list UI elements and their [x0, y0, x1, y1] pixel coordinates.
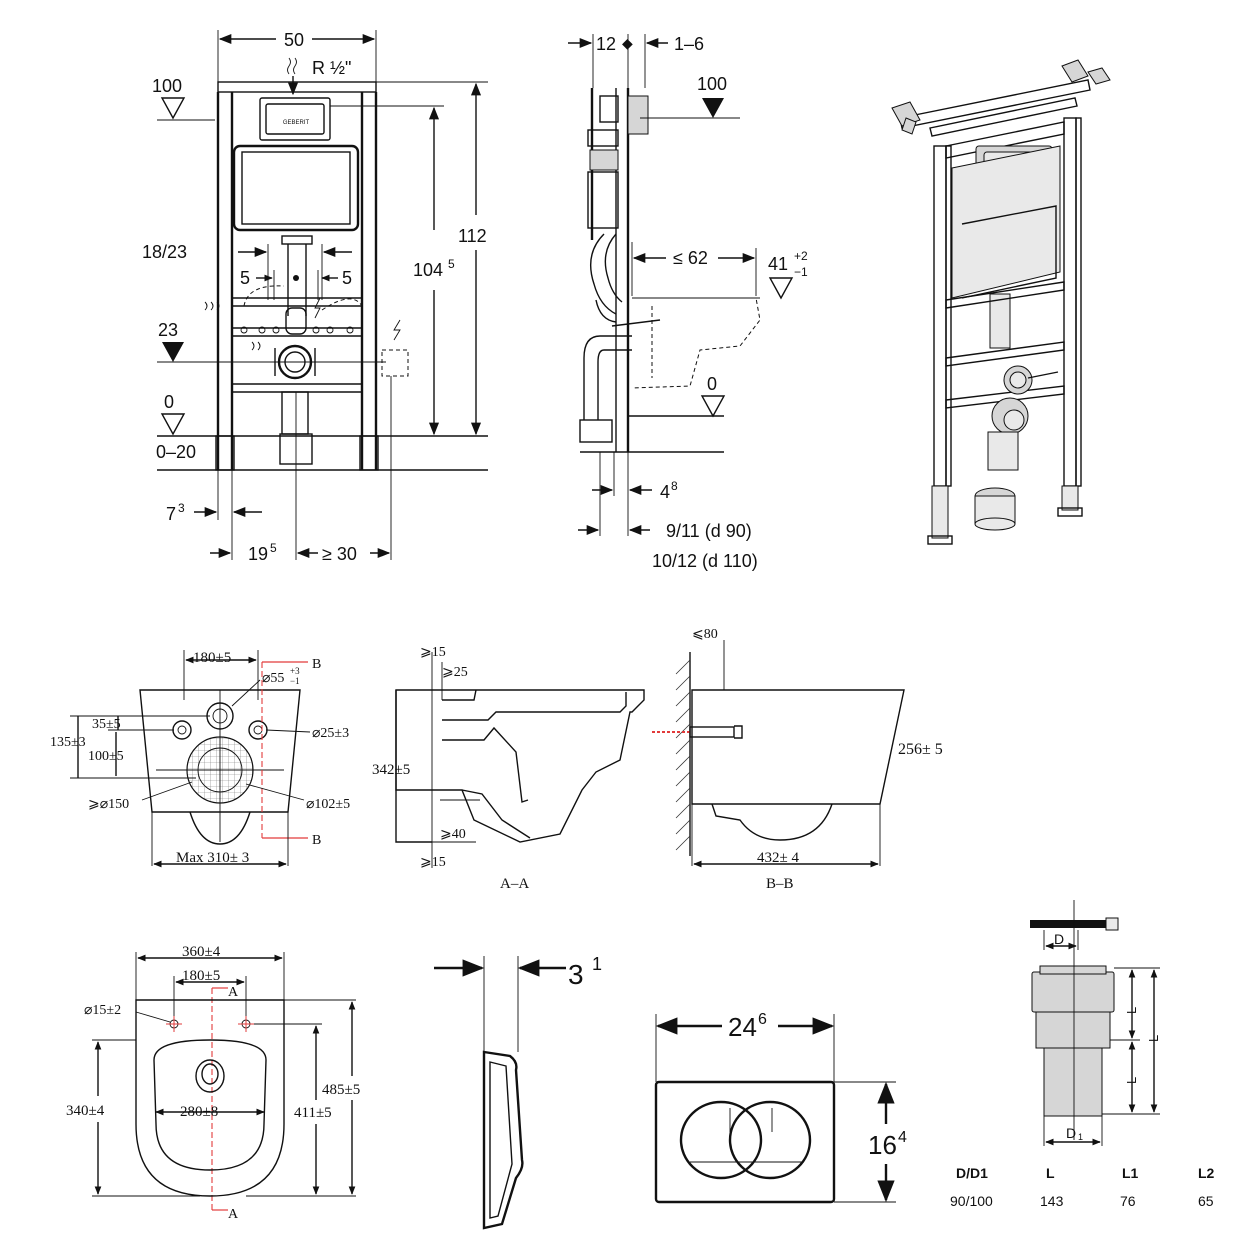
connector-d1-label: D — [1066, 1125, 1076, 1141]
supply-thread-label: R ½" — [312, 58, 351, 78]
marker-a-bottom: A — [228, 1207, 239, 1222]
table-header-l2: L2 — [1198, 1165, 1215, 1181]
dim-dist-right: ≥ 30 — [322, 544, 357, 564]
table-header-d: D/D1 — [956, 1165, 988, 1181]
dim-min-15-top: ⩾15 — [420, 645, 446, 660]
table-value-l: 143 — [1040, 1193, 1064, 1209]
side-level-0-label: 0 — [707, 374, 717, 394]
dim-waste-spacing: 18/23 — [142, 242, 187, 262]
dim-bowl-projection: ≤ 62 — [673, 248, 708, 268]
svg-text:GEBERIT: GEBERIT — [283, 120, 310, 126]
dim-top-width-340: 340±4 — [66, 1103, 105, 1119]
frame-side-view: 12 ◆ 1–6 100 ≤ 62 41 — [568, 34, 808, 571]
dim-min-15-bottom: ⩾15 — [420, 855, 446, 870]
dim-width-50: 50 — [284, 30, 304, 50]
marker-b-bottom: B — [312, 833, 321, 848]
dim-max-width: Max 310± 3 — [176, 850, 249, 866]
table-value-l2: 65 — [1198, 1193, 1214, 1209]
dim-35: 35±5 — [92, 717, 121, 732]
dim-foot-offset-sup: 3 — [178, 501, 185, 515]
dim-plate-height: 16 — [868, 1130, 897, 1160]
dim-bb-depth: 432± 4 — [757, 850, 799, 866]
level-23-label: 23 — [158, 320, 178, 340]
svg-text:◆: ◆ — [622, 35, 633, 51]
section-a-a: ⩾15 ⩾25 342±5 ⩾40 ⩾15 A–A — [372, 645, 645, 892]
dim-max-80: ⩽80 — [692, 627, 718, 642]
dim-top-hole-dia: ⌀15±2 — [84, 1003, 121, 1018]
dim-min-25: ⩾25 — [442, 665, 468, 680]
connector-table: D/D1 L L1 L2 90/100 143 76 65 — [950, 1165, 1215, 1209]
dim-bottom-offset: 4 — [660, 482, 670, 502]
section-aa-label: A–A — [500, 876, 529, 892]
frame-isometric-view — [891, 59, 1111, 545]
dim-top-width: 360±4 — [182, 944, 221, 960]
dim-plate-thickness: 3 — [568, 959, 584, 990]
dim-height-104-sup: 5 — [448, 257, 455, 271]
bowl-top-view: 360±4 180±5 A A ⌀15±2 340±4 280±8 — [66, 944, 360, 1222]
marker-a-top: A — [228, 985, 239, 1000]
connector-l-label: L — [1146, 1035, 1161, 1042]
dim-inlet-dia: ⌀55 — [262, 671, 284, 686]
dim-foot-offset: 7 — [166, 504, 176, 524]
bowl-rear-view: 180±5 B B ⌀55 +3 −1 ⌀25±3 35±5 135±3 100… — [50, 650, 350, 868]
dim-bolt-dia: ⌀25±3 — [312, 726, 349, 741]
side-level-100-label: 100 — [697, 74, 727, 94]
dim-plate-width-sup: 6 — [758, 1011, 767, 1028]
table-header-l1: L1 — [1122, 1165, 1139, 1181]
dim-bottom-offset-sup: 8 — [671, 479, 678, 493]
section-b-b: ⩽80 256± 5 432± 4 B–B — [652, 627, 943, 892]
dim-top-length-411: 411±5 — [294, 1105, 332, 1121]
flush-plate-side-view: 3 1 — [434, 954, 602, 1230]
dim-depth-adjust: 1–6 — [674, 34, 704, 54]
dim-pipe-d90: 9/11 (d 90) — [666, 521, 752, 541]
connector-d-label: D — [1054, 931, 1064, 947]
flush-plate-front-view: 24 6 16 4 — [654, 1011, 907, 1204]
floor-adjust-label: 0–20 — [156, 442, 196, 462]
dim-plate-height-sup: 4 — [898, 1129, 907, 1146]
dim-height-104: 104 — [413, 260, 443, 280]
dim-top-length-485: 485±5 — [322, 1082, 360, 1098]
marker-b-top: B — [312, 657, 321, 672]
dim-top-hole-spacing: 180±5 — [182, 968, 220, 984]
svg-text:1: 1 — [1078, 1132, 1083, 1142]
table-value-d: 90/100 — [950, 1193, 993, 1209]
dim-rear-hole-spacing: 180±5 — [193, 650, 231, 666]
dim-height-112: 112 — [458, 226, 487, 246]
connector-l1-label: L — [1124, 1007, 1139, 1014]
table-value-l1: 76 — [1120, 1193, 1136, 1209]
level-41-label: 41 — [768, 254, 788, 274]
dim-inlet-tol-minus: −1 — [290, 676, 300, 686]
connector-l2-label: L — [1124, 1077, 1139, 1084]
level-100-label: 100 — [152, 76, 182, 96]
dim-aa-height: 342±5 — [372, 762, 410, 778]
section-bb-label: B–B — [766, 876, 794, 892]
dim-dist-left-sup: 5 — [270, 541, 277, 555]
level-0-label: 0 — [164, 392, 174, 412]
table-header-l: L — [1046, 1165, 1055, 1181]
dim-top-width-280: 280±8 — [180, 1104, 218, 1120]
dim-outlet-min: ⩾⌀150 — [88, 797, 129, 812]
connector-pipe: D D 1 L L L — [1030, 900, 1161, 1146]
dim-dist-left: 19 — [248, 544, 268, 564]
dim-plate-thickness-sup: 1 — [592, 954, 602, 974]
dim-offset-right-5: 5 — [342, 268, 352, 288]
dim-pipe-d110: 10/12 (d 110) — [652, 551, 758, 571]
dim-offset-left-5: 5 — [240, 268, 250, 288]
dim-outlet-dia: ⌀102±5 — [306, 797, 350, 812]
dim-135: 135±3 — [50, 735, 86, 750]
dim-min-40: ⩾40 — [440, 827, 466, 842]
dim-bb-height: 256± 5 — [898, 741, 943, 758]
level-41-tol-minus: −1 — [794, 265, 808, 279]
dim-plate-width: 24 — [728, 1012, 757, 1042]
level-41-tol-plus: +2 — [794, 249, 808, 263]
dim-100: 100±5 — [88, 749, 124, 764]
dim-inlet-tol-plus: +3 — [290, 666, 300, 676]
dim-depth-12: 12 — [596, 34, 616, 54]
frame-front-view: 50 R ½" 100 GEBERIT — [142, 30, 488, 564]
